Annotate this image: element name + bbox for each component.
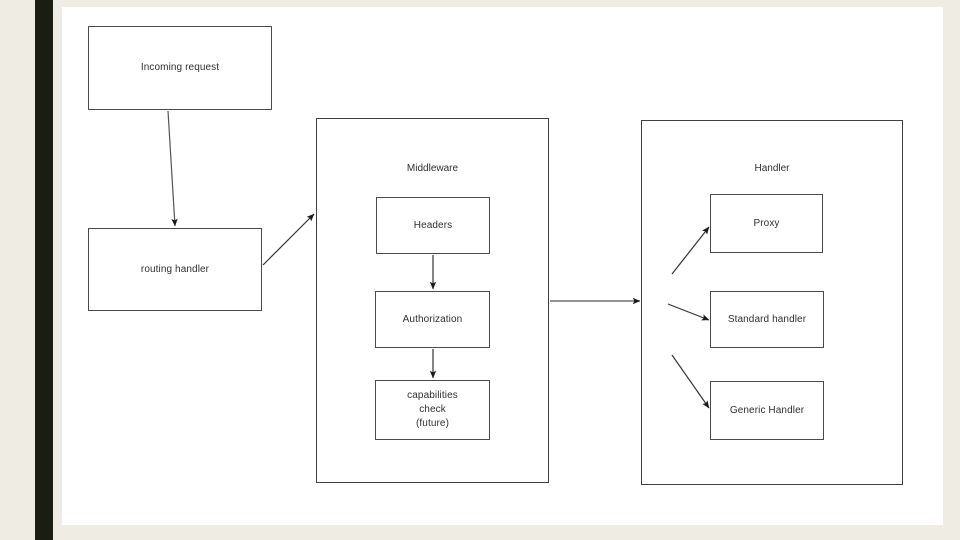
node-headers[interactable]: Headers — [376, 197, 490, 254]
group-middleware-title: Middleware — [406, 163, 459, 174]
slide-canvas: Middleware Handler Incoming request rout… — [62, 7, 943, 525]
node-routing-handler-label: routing handler — [140, 263, 210, 275]
node-routing-handler[interactable]: routing handler — [88, 228, 262, 311]
node-incoming-request-label: Incoming request — [140, 62, 220, 73]
architecture-flowchart: Middleware Handler Incoming request rout… — [62, 7, 943, 525]
edge-routing-to-middleware — [262, 213, 315, 266]
node-authorization-label: Authorization — [402, 313, 463, 325]
edge-incoming-to-routing — [167, 110, 178, 227]
node-incoming-request[interactable]: Incoming request — [88, 26, 272, 110]
accent-bar — [35, 0, 53, 540]
node-capabilities-check[interactable]: capabilities check (future) — [375, 380, 490, 440]
node-proxy-label: Proxy — [753, 217, 780, 229]
node-proxy[interactable]: Proxy — [710, 194, 823, 253]
group-handler-title: Handler — [754, 163, 790, 174]
node-standard-handler-label: Standard handler — [727, 313, 807, 325]
node-generic-handler-label: Generic Handler — [729, 404, 805, 416]
node-generic-handler[interactable]: Generic Handler — [710, 381, 824, 440]
node-authorization[interactable]: Authorization — [375, 291, 490, 348]
node-headers-label: Headers — [413, 219, 453, 231]
node-standard-handler[interactable]: Standard handler — [710, 291, 824, 348]
node-capabilities-check-label: capabilities check (future) — [407, 390, 458, 429]
